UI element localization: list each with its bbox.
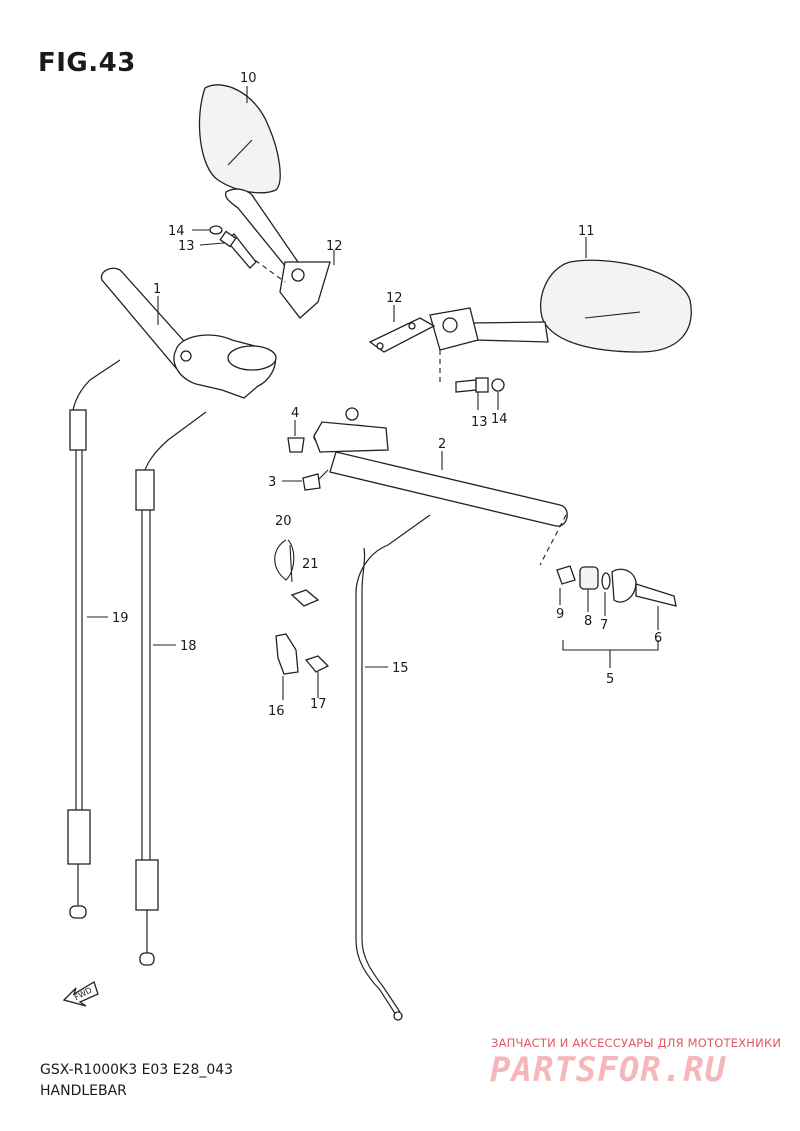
part-1-left-handlebar — [100, 267, 277, 399]
callout-17: 17 — [310, 697, 327, 712]
part-14-washer-left — [209, 225, 223, 235]
part-14-washer-right — [491, 378, 505, 392]
callout-6: 6 — [654, 631, 662, 646]
callout-19: 19 — [112, 611, 129, 626]
fwd-arrow-icon — [62, 981, 99, 1007]
callout-14-right: 14 — [491, 412, 508, 427]
callout-1: 1 — [153, 282, 161, 297]
callout-10: 10 — [240, 71, 257, 86]
part-7-washer — [601, 572, 611, 590]
part-9-nut — [556, 565, 576, 585]
part-11-right-mirror — [429, 259, 692, 385]
callout-7: 7 — [600, 618, 608, 633]
callout-13-right: 13 — [471, 415, 488, 430]
callout-5: 5 — [606, 672, 614, 687]
callout-18: 18 — [180, 639, 197, 654]
part-10-left-mirror — [198, 84, 331, 319]
part-15-clutch-cable — [355, 514, 431, 1021]
part-21-screw — [290, 589, 320, 607]
part-20-clip — [274, 539, 295, 583]
part-6-bolt — [611, 568, 677, 607]
part-13-bolt-left — [219, 230, 257, 269]
part-13-bolt-right — [455, 377, 489, 393]
watermark-logo: PARTSFOR.RU — [490, 1050, 727, 1090]
callout-3: 3 — [268, 475, 276, 490]
footer-model-code: GSX-R1000K3 E03 E28_043 — [40, 1062, 234, 1078]
footer-section-name: HANDLEBAR — [40, 1083, 127, 1099]
leader-lines — [87, 86, 659, 700]
callout-8: 8 — [584, 614, 592, 629]
callout-12-left: 12 — [326, 239, 343, 254]
watermark-tagline: ЗАПЧАСТИ И АКСЕССУАРЫ ДЛЯ МОТОТЕХНИКИ — [491, 1036, 782, 1050]
callout-15: 15 — [392, 661, 409, 676]
part-16-bracket — [275, 633, 299, 675]
part-4-spacer — [287, 437, 305, 453]
callout-11: 11 — [578, 224, 595, 239]
callout-2: 2 — [438, 437, 446, 452]
callout-20: 20 — [275, 514, 292, 529]
callout-14-left: 14 — [168, 224, 185, 239]
callout-9: 9 — [556, 607, 564, 622]
part-12-bracket-right — [368, 317, 436, 353]
callout-12-right: 12 — [386, 291, 403, 306]
callout-16: 16 — [268, 704, 285, 719]
part-8-spacer — [579, 566, 599, 590]
callout-13-left: 13 — [178, 239, 195, 254]
part-19-throttle-cable — [67, 359, 121, 919]
part-17-screw — [304, 655, 330, 686]
callout-4: 4 — [291, 406, 299, 421]
part-3-bolt — [302, 469, 329, 491]
callout-21: 21 — [302, 557, 319, 572]
figure-title: FIG.43 — [38, 48, 136, 78]
part-18-throttle-cable — [135, 411, 207, 966]
part-2-right-handlebar — [313, 407, 568, 566]
